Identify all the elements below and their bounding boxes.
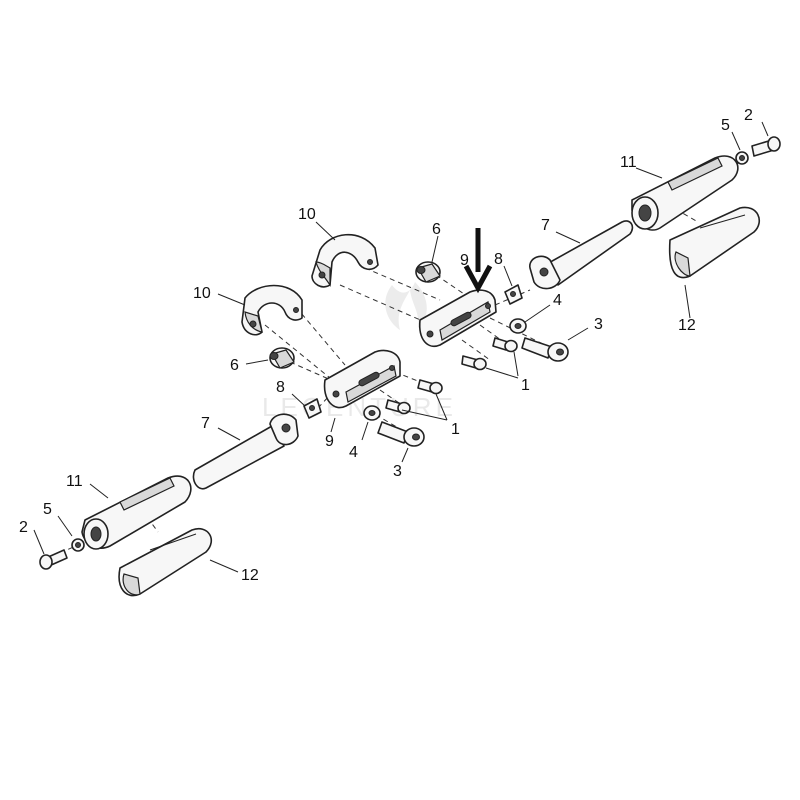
callout-12-bottom: 12 <box>241 567 259 584</box>
callout-1-top: 1 <box>521 377 530 394</box>
part-8-plate-top <box>504 284 523 305</box>
part-8-plate-bottom <box>303 398 322 419</box>
callout-7-bottom: 7 <box>201 415 210 432</box>
part-3-bolt-bottom <box>377 421 425 447</box>
callout-9-bottom: 9 <box>325 433 334 450</box>
callout-6-top: 6 <box>432 221 441 238</box>
leader-lines <box>33 121 769 573</box>
callout-2-bottom: 2 <box>19 519 28 536</box>
part-6-pin-top <box>415 261 441 283</box>
part-5-washer-top <box>735 151 749 165</box>
part-4-washer-bottom <box>363 405 381 421</box>
part-7-peg-shaft-top <box>529 220 634 290</box>
callout-3-bottom: 3 <box>393 463 402 480</box>
part-5-washer-bottom <box>71 538 85 552</box>
callout-10-top: 10 <box>298 206 316 223</box>
part-10-upper-clamp-bottom <box>241 284 303 336</box>
callout-4-bottom: 4 <box>349 444 358 461</box>
callout-12-top: 12 <box>678 317 696 334</box>
callout-5-bottom: 5 <box>43 501 52 518</box>
callout-9-top: 9 <box>460 252 469 269</box>
callout-11-top: 11 <box>620 154 637 171</box>
part-1-screws-top <box>461 337 518 371</box>
indicator-arrow <box>463 228 493 294</box>
callout-2-top: 2 <box>744 107 753 124</box>
callout-4-top: 4 <box>553 292 562 309</box>
part-2-screw-bottom <box>39 549 68 570</box>
part-10-upper-clamp-top <box>311 233 379 288</box>
part-1-screws-bottom <box>385 379 443 415</box>
part-9-mount-block-top <box>418 289 497 347</box>
part-7-peg-shaft-bottom <box>192 413 299 490</box>
part-12-rubber-pad-top <box>668 206 760 279</box>
callout-7-top: 7 <box>541 217 550 234</box>
part-2-screw-top <box>751 136 781 157</box>
callout-1-bottom: 1 <box>451 421 460 438</box>
callout-11-bottom: 11 <box>66 473 83 490</box>
callout-labels: 10 6 9 8 7 11 5 2 4 3 1 12 10 6 8 7 9 4 … <box>19 107 753 584</box>
part-9-mount-block-bottom <box>323 349 401 409</box>
callout-3-top: 3 <box>594 316 603 333</box>
callout-6-bottom: 6 <box>230 357 239 374</box>
part-4-washer-top <box>509 318 527 334</box>
callout-10-bottom: 10 <box>193 285 211 302</box>
callout-8-top: 8 <box>494 251 503 268</box>
part-6-pin-bottom <box>269 347 295 369</box>
part-12-rubber-pad-bottom <box>118 527 212 597</box>
callout-8-bottom: 8 <box>276 379 285 396</box>
part-3-bolt-top <box>521 337 569 362</box>
callout-5-top: 5 <box>721 117 730 134</box>
part-11-peg-body-top <box>631 155 739 231</box>
part-11-peg-body-bottom <box>81 475 192 550</box>
